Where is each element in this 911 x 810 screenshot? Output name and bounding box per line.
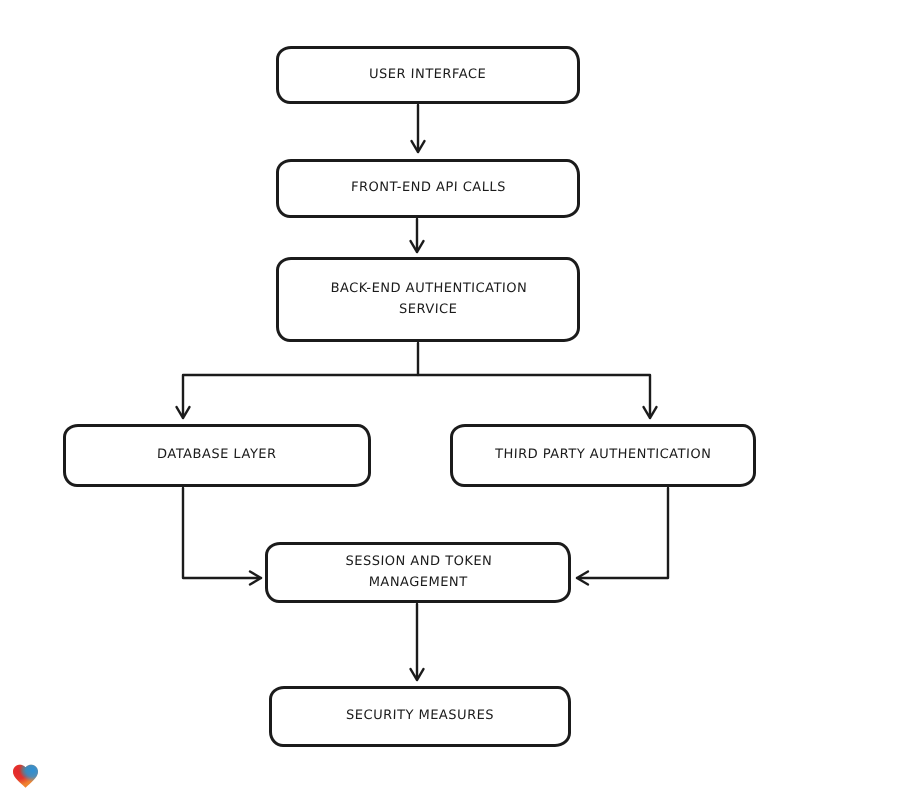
node-label: BACK-END AUTHENTICATION SERVICE — [329, 280, 527, 317]
edge-backend-to-database — [175, 341, 420, 420]
node-front-end-api-calls[interactable]: FRONT-END API CALLS — [276, 159, 580, 218]
node-session-and-token-management[interactable]: SESSION AND TOKEN MANAGEMENT — [265, 542, 571, 603]
node-label: DATABASE LAYER — [157, 447, 278, 463]
node-third-party-authentication[interactable]: THIRD PARTY AUTHENTICATION — [450, 424, 756, 487]
node-user-interface[interactable]: USER INTERFACE — [276, 46, 580, 104]
node-security-measures[interactable]: SECURITY MEASURES — [269, 686, 571, 747]
node-label: FRONT-END API CALLS — [350, 180, 506, 196]
node-back-end-authentication-service[interactable]: BACK-END AUTHENTICATION SERVICE — [276, 257, 580, 342]
edge-database-to-session — [181, 486, 263, 586]
edge-backend-to-thirdparty — [416, 373, 658, 420]
node-label: USER INTERFACE — [369, 66, 487, 82]
node-label: SESSION AND TOKEN MANAGEMENT — [344, 553, 493, 590]
edge-thirdparty-to-session — [575, 486, 670, 586]
node-database-layer[interactable]: DATABASE LAYER — [63, 424, 371, 487]
heart-icon — [13, 764, 38, 788]
node-label: THIRD PARTY AUTHENTICATION — [494, 447, 712, 463]
node-label: SECURITY MEASURES — [345, 708, 495, 724]
